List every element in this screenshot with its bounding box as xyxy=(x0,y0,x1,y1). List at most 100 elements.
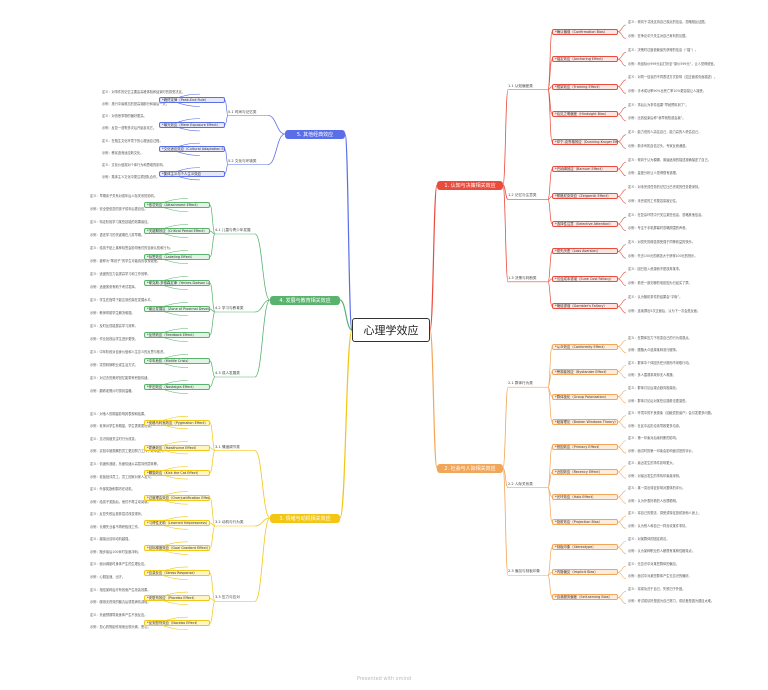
branch-topic-b5[interactable]: 5. 其他经典效应 xyxy=(285,129,345,139)
effect-node[interactable]: *蔡格尼克效应（Zeigarnik Effect） xyxy=(552,193,618,200)
subtopic-node[interactable]: 1.2 记忆与注意类 xyxy=(508,193,537,198)
connector-line xyxy=(617,251,627,259)
effect-node[interactable]: *内隐偏见（Implicit Bias） xyxy=(552,569,618,576)
connector-line xyxy=(209,376,216,388)
effect-detail: 定义：最近发生的事件影响更大。 xyxy=(628,461,676,466)
connector-line xyxy=(617,305,627,314)
effect-node[interactable]: *踢猫效应（Kick the Cat Effect） xyxy=(144,469,210,476)
effect-node[interactable]: *光环效应（Halo Effect） xyxy=(552,494,618,501)
effect-node[interactable]: *依恋效应（Attachment Effect） xyxy=(144,202,210,208)
footer-credit: Presented with xmind xyxy=(356,676,412,682)
effect-node[interactable]: *确认偏误（Confirmation Bias） xyxy=(552,28,618,35)
connector-line xyxy=(209,230,216,235)
effect-detail: 定义：越接近目标动机越强。 xyxy=(90,537,132,542)
effect-detail: 示例：对最近发生的事情印象最深刻。 xyxy=(628,473,683,478)
effect-detail: 示例：跟随大众选择某种流行服饰。 xyxy=(628,348,679,353)
effect-node[interactable]: *峰终定律（Peak-End Rule） xyxy=(159,97,225,104)
effect-node[interactable]: *霍桑效应（Hawthorne Effect） xyxy=(144,444,210,451)
effect-node[interactable]: *反馈效应（Feedback Effect） xyxy=(144,332,210,338)
subtopic-node[interactable]: 1.3 决策与判断类 xyxy=(508,275,537,280)
effect-node[interactable]: *曝光效应（Mere Exposure Effect） xyxy=(159,121,225,128)
effect-node[interactable]: *安慰剂效应（Placebo Effect） xyxy=(144,595,210,602)
effect-node[interactable]: *巴纳姆效应（Barnum Effect） xyxy=(552,166,618,172)
effect-detail: 定义：文化价值观对个体行为和思维的影响。 xyxy=(102,163,166,168)
connector-line xyxy=(209,525,216,549)
effect-node[interactable]: *后见之明偏差（Hindsight Bias） xyxy=(552,111,618,118)
effect-node[interactable]: *旁观者效应（Bystander Effect） xyxy=(552,368,618,375)
effect-detail: 示例：作业批改后学生进步更快。 xyxy=(90,337,138,341)
subtopic-node[interactable]: 2.1 群体行为类 xyxy=(508,381,533,386)
effect-detail: 示例：多人围观事故却无人救援。 xyxy=(628,373,676,378)
connector-line xyxy=(617,106,627,115)
subtopic-node[interactable]: 3.3 压力与应对 xyxy=(215,595,240,600)
effect-detail: 示例：新手司机自信过头，专家反而谦虚。 xyxy=(628,143,689,148)
effect-detail: 示例：比赛结束后称“我早就知道会赢”。 xyxy=(628,116,686,121)
subtopic-node[interactable]: 1.1 认知偏差类 xyxy=(508,83,533,88)
connector-line xyxy=(547,58,553,90)
subtopic-node[interactable]: 3.2 动机与行为类 xyxy=(215,520,244,524)
effect-node[interactable]: *赌徒谬误（Gambler's Fallacy） xyxy=(552,303,618,310)
connector-line xyxy=(209,597,216,602)
effect-node[interactable]: *沉没成本谬误（Sunk Cost Fallacy） xyxy=(552,275,618,282)
effect-node[interactable]: *文化适应效应（Cultural Adaptation Effect） xyxy=(159,146,225,153)
effect-detail: 示例：心跳加速、出汗。 xyxy=(90,575,126,579)
effect-node[interactable]: *关键期效应（Critical Period Effect） xyxy=(144,228,210,234)
effect-node[interactable]: *目标梯度效应（Goal Gradient Effect） xyxy=(144,545,210,552)
effect-node[interactable]: *应激反应（Stress Response） xyxy=(144,570,210,577)
effect-node[interactable]: *过度理由效应（Overjustification Effect） xyxy=(144,494,210,501)
subtopic-node[interactable]: 3.1 情绪调节类 xyxy=(215,444,240,449)
effect-node[interactable]: *首因效应（Primacy Effect） xyxy=(552,443,618,450)
connector-line xyxy=(209,311,216,336)
connector-line xyxy=(617,572,627,579)
effect-node[interactable]: *锚定效应（Anchoring Effect） xyxy=(552,56,618,63)
effect-node[interactable]: *习得性无助（Learned Helplessness） xyxy=(144,520,210,526)
effect-node[interactable]: *中年危机（Midlife Crisis） xyxy=(144,358,210,364)
connector-line xyxy=(209,204,216,235)
subtopic-node[interactable]: 5.1 时间与记忆类 xyxy=(228,109,257,114)
effect-node[interactable]: *破窗理论（Broken Windows Theory） xyxy=(552,418,618,425)
connector-line xyxy=(547,546,553,576)
connector-line xyxy=(502,467,509,576)
effect-node[interactable]: *集体主义与个人主义效应 xyxy=(159,170,225,177)
connector-line xyxy=(547,371,553,388)
effect-node[interactable]: *选择性注意（Selective Attention） xyxy=(552,220,618,227)
effect-node[interactable]: *皮格马利翁效应（Pygmalion Effect） xyxy=(144,419,210,426)
effect-detail: 示例：突然转换职业或生活方式。 xyxy=(90,363,138,367)
branch-topic-b1[interactable]: 1. 认知与决策相关效应 xyxy=(437,180,503,190)
effect-node[interactable]: *损失厌恶（Loss Aversion） xyxy=(552,248,618,255)
connector-line xyxy=(254,450,271,519)
subtopic-node[interactable]: 4.2 学习与教育类 xyxy=(215,306,244,310)
connector-line xyxy=(617,278,627,286)
effect-node[interactable]: *反安慰剂效应（Nocebo Effect） xyxy=(144,620,210,627)
subtopic-node[interactable]: 2.3 偏见与刻板印象 xyxy=(508,569,541,574)
effect-detail: 定义：给孩子贴上某种标签会影响他们的自我认知和行为。 xyxy=(90,246,173,250)
effect-detail: 定义：决策时过度依赖最先获得的信息（“锚”）。 xyxy=(628,47,699,52)
effect-node[interactable]: *自我服务偏差（Self-serving Bias） xyxy=(552,594,618,601)
subtopic-node[interactable]: 2.2 人际关系类 xyxy=(508,481,533,486)
effect-node[interactable]: *标签效应（Labeling Effect） xyxy=(144,254,210,260)
effect-node[interactable]: *邓宁-克鲁格效应（Dunning-Kruger Effect） xyxy=(552,138,618,145)
connector-line xyxy=(617,223,627,232)
effect-node[interactable]: *最近发展区（Zone of Proximal Development, ZPD… xyxy=(144,306,210,312)
effect-node[interactable]: *框架效应（Framing Effect） xyxy=(552,83,618,90)
effect-detail: 定义：事后认为事件结果“早就预料到了”。 xyxy=(628,102,689,107)
subtopic-node[interactable]: 4.3 成人发展类 xyxy=(215,371,240,375)
subtopic-node[interactable]: 4.1 儿童与青少年发展 xyxy=(215,228,251,232)
effect-detail: 示例：手术成功率90%比死亡率10%更容易让人接受。 xyxy=(628,89,706,93)
effect-node[interactable]: *耶克斯-多德森定律（Yerkes-Dodson Law） xyxy=(144,280,210,286)
branch-topic-b3[interactable]: 3. 情绪与动机相关效应 xyxy=(270,513,340,523)
connector-line xyxy=(617,365,627,372)
branch-topic-b4[interactable]: 4. 发展与教育相关效应 xyxy=(270,295,340,305)
branch-topic-b2[interactable]: 2. 社会与人际相关效应 xyxy=(437,463,503,473)
effect-node[interactable]: *刻板印象（Stereotype） xyxy=(552,544,618,551)
effect-node[interactable]: *投射效应（Projection Bias） xyxy=(552,519,618,526)
connector-line xyxy=(547,487,553,523)
root-topic[interactable]: 心理学效应 xyxy=(352,318,430,342)
effect-node[interactable]: *近因效应（Recency Effect） xyxy=(552,469,618,475)
effect-node[interactable]: *从众效应（Conformity Effect） xyxy=(552,343,618,350)
effect-node[interactable]: *怀旧效应（Nostalgia Effect） xyxy=(144,384,210,390)
subtopic-node[interactable]: 5.2 文化与环境类 xyxy=(228,158,257,163)
effect-node[interactable]: *群体极化（Group Polarization） xyxy=(552,393,618,400)
connector-line xyxy=(617,52,627,60)
connector-line xyxy=(224,164,229,175)
